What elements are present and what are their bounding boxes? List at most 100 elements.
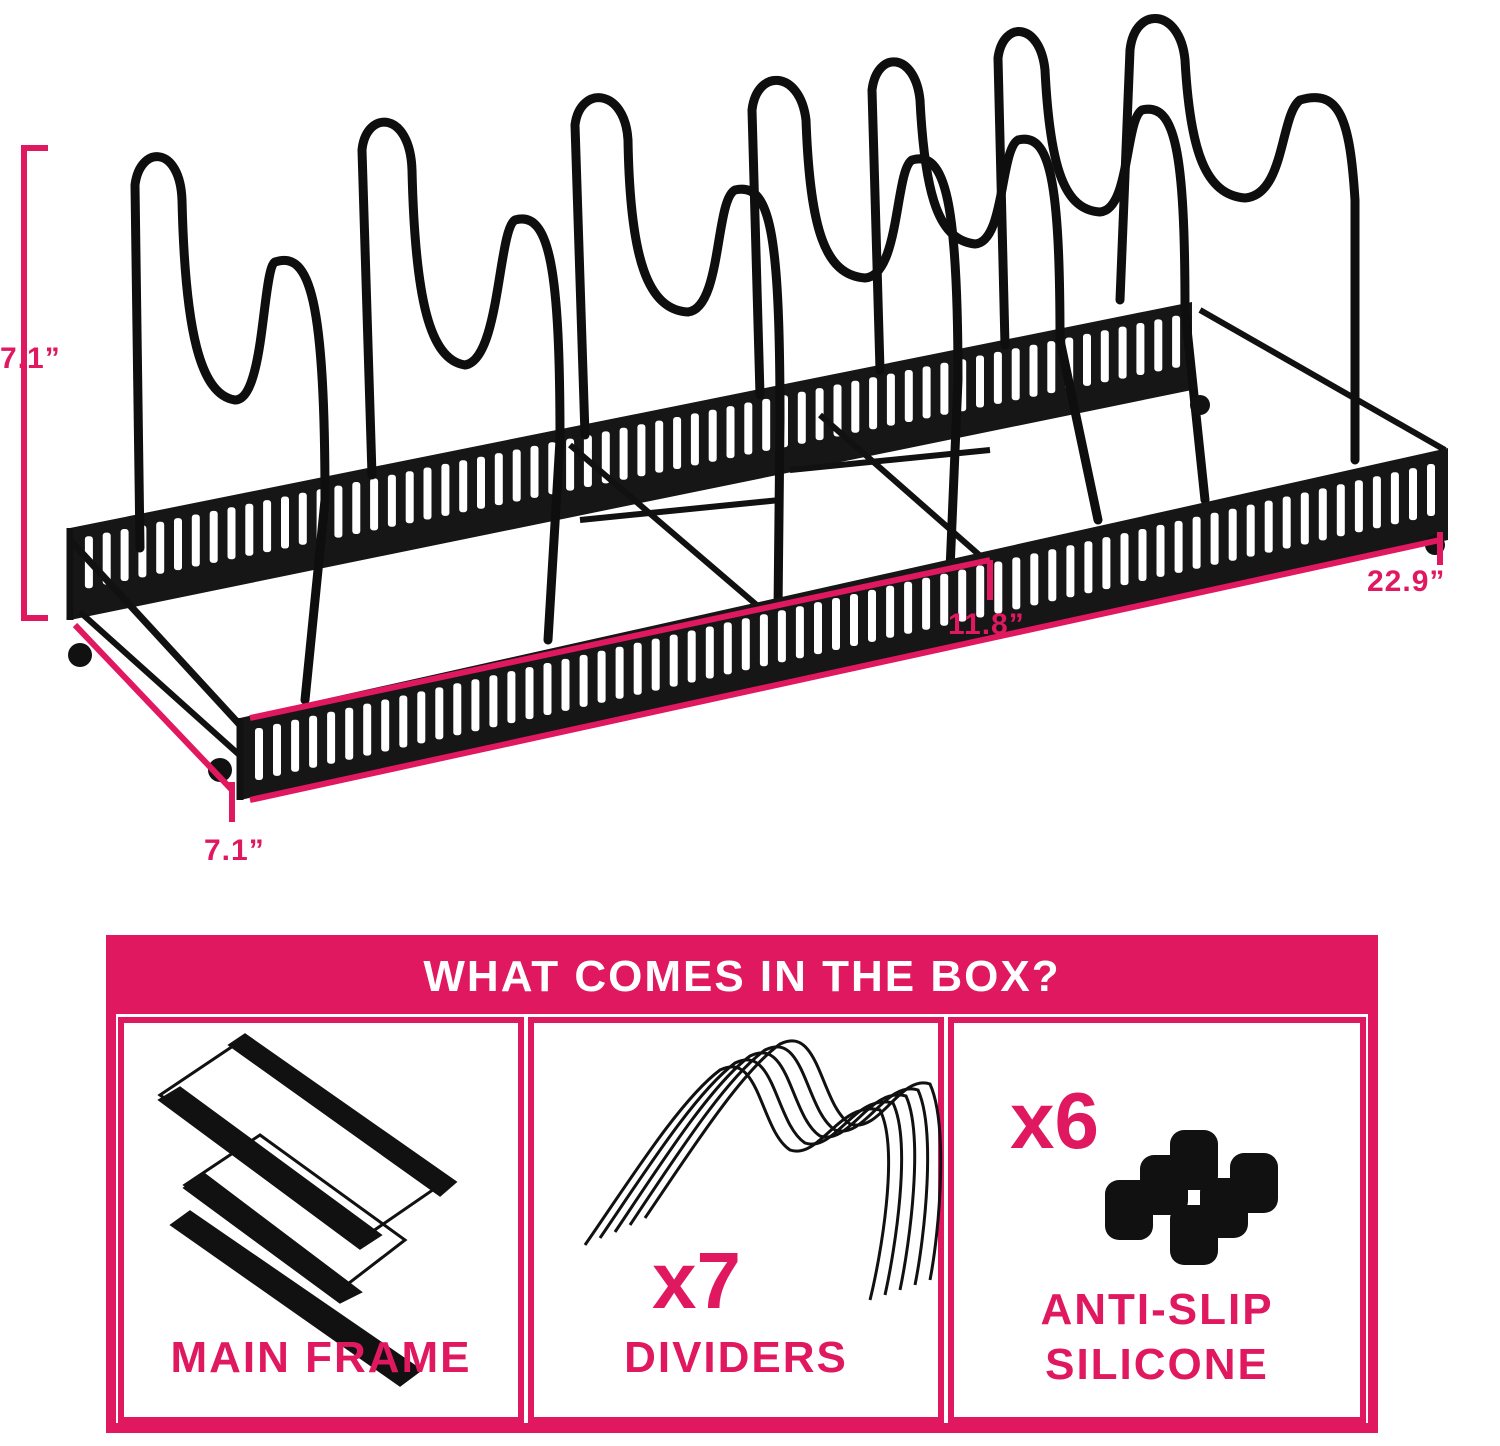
rail-slot	[1156, 524, 1165, 577]
rail-slot	[1354, 480, 1363, 533]
rail-slot	[1427, 464, 1435, 516]
rail-slot	[381, 699, 390, 752]
rail-slot	[255, 728, 263, 780]
rail-slot	[690, 413, 699, 466]
rail-slot	[762, 398, 771, 451]
rail-slot	[1372, 476, 1381, 529]
rail-slot	[441, 463, 450, 516]
rail-slot	[477, 456, 485, 509]
rail-slot	[459, 460, 468, 513]
width-line	[72, 622, 235, 793]
rail-slot	[561, 658, 570, 711]
rail-slot	[281, 496, 289, 549]
dimension-height-label: 7.1”	[0, 342, 61, 375]
pan-rack-illustration	[66, 14, 1448, 800]
rail-slot	[637, 424, 646, 477]
rail-slot	[976, 355, 984, 408]
rail-slot	[726, 406, 735, 459]
rail-slot	[387, 474, 396, 527]
rail-slot	[1174, 520, 1183, 573]
rail-slot	[814, 602, 822, 655]
rail-slot	[1012, 557, 1021, 610]
rail-slot	[958, 569, 967, 622]
rail-slot	[345, 707, 354, 760]
rail-slot	[120, 529, 129, 581]
dividers-quantity: x7	[652, 1236, 741, 1325]
main-frame-label: MAIN FRAME	[170, 1333, 472, 1382]
rail-slot	[102, 532, 111, 585]
height-bracket	[21, 145, 48, 621]
rail-slot	[209, 510, 218, 563]
rail-slot	[687, 630, 696, 683]
rail-slot	[1118, 326, 1127, 379]
rail-slot	[940, 362, 949, 415]
rail-slot	[850, 594, 858, 646]
rail-slot	[1154, 319, 1163, 372]
rail-slot	[352, 482, 361, 534]
rail-slot	[777, 610, 786, 663]
rail-slot	[1011, 348, 1020, 401]
rail-slot	[1409, 468, 1417, 521]
length-line-max	[249, 537, 1441, 803]
rail-slot	[633, 642, 642, 695]
box-cell-dividers	[528, 1017, 944, 1423]
length-line-min	[249, 557, 991, 721]
rail-slot	[1172, 315, 1181, 368]
dimension-width-label: 7.1”	[204, 834, 265, 867]
rail-slot	[597, 650, 606, 703]
rail-slot	[489, 675, 498, 728]
rail-slot	[1192, 516, 1201, 569]
silicone-label-line2: SILICONE	[1045, 1340, 1269, 1389]
rail-slot	[298, 492, 307, 545]
rail-slot	[1300, 492, 1309, 545]
rail-slot	[976, 565, 985, 618]
rail-slot	[723, 622, 732, 675]
rail-slot	[1318, 488, 1327, 541]
rail-slot	[227, 507, 236, 560]
rail-slot	[851, 380, 860, 433]
box-contents-panel	[106, 935, 1378, 1433]
rail-slot	[1336, 484, 1345, 537]
rail-slot	[615, 646, 624, 699]
rail-slot	[994, 561, 1003, 614]
rail-slot	[363, 703, 372, 756]
rail-slot	[1210, 512, 1219, 565]
rail-slot	[741, 618, 750, 671]
rail-slot	[1066, 545, 1075, 598]
rail-slot	[1282, 496, 1291, 549]
wire-dividers	[130, 14, 1360, 705]
rail-slot	[174, 518, 182, 571]
rail-slot	[507, 671, 516, 724]
silicone-quantity: x6	[1010, 1076, 1099, 1165]
rail-slot	[759, 614, 768, 667]
rail-slot	[708, 409, 717, 462]
rail-slot	[417, 691, 426, 744]
rail-slot	[327, 711, 336, 764]
rail-slot	[453, 683, 462, 736]
rail-slot	[619, 427, 628, 480]
rail-slot	[273, 723, 281, 776]
rail-slot	[1120, 533, 1129, 586]
rail-slot	[405, 471, 414, 524]
rail-slot	[399, 695, 408, 748]
rail-slot	[797, 391, 806, 444]
rail-slot	[245, 503, 254, 556]
rail-slot	[156, 521, 165, 574]
rail-slot	[370, 478, 379, 531]
rail-slot	[940, 573, 949, 626]
rail-slot	[309, 715, 318, 768]
rail-slot	[651, 638, 660, 691]
rail-slot	[1102, 537, 1111, 590]
rail-slot	[334, 485, 343, 538]
rail-slot	[435, 687, 444, 740]
rail-slot	[566, 438, 575, 491]
dimension-lines	[21, 145, 1443, 822]
rail-slot	[655, 420, 664, 473]
rail-slot	[922, 577, 931, 630]
rail-slot	[512, 449, 521, 502]
box-cell-silicone	[948, 1017, 1366, 1423]
rail-slot	[525, 667, 534, 720]
rail-slot	[191, 514, 200, 567]
rail-slot	[1228, 508, 1237, 561]
rail-slot	[291, 719, 300, 772]
